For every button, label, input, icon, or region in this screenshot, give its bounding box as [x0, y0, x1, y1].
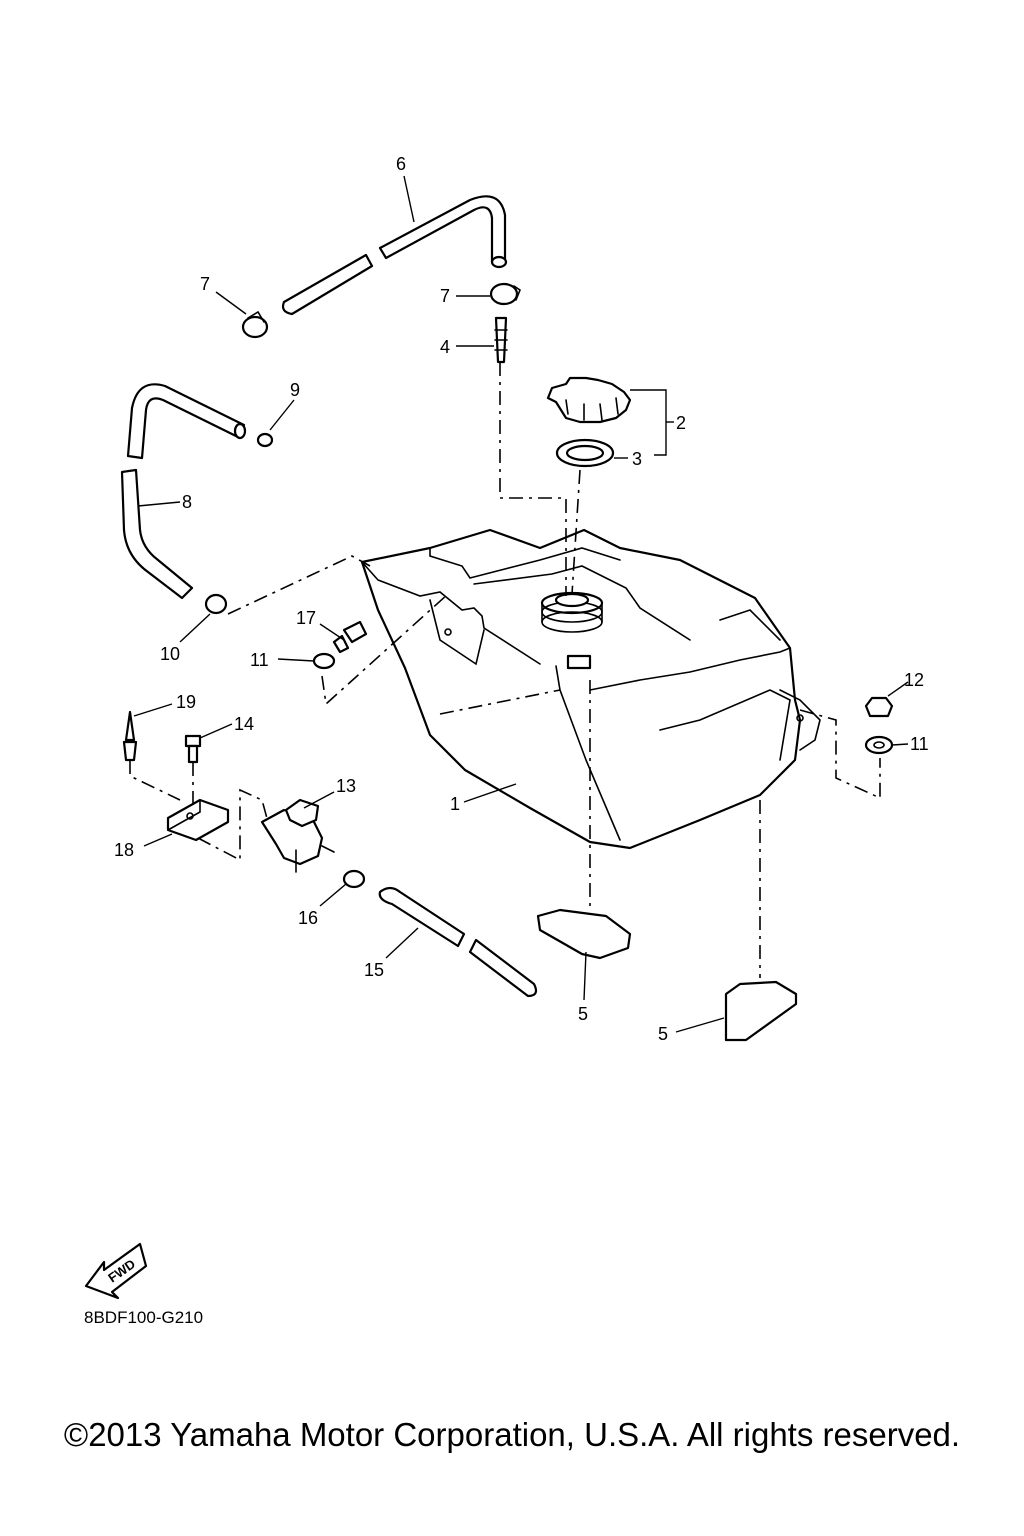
fuel-cap [546, 376, 632, 424]
copyright-notice: ©2013 Yamaha Motor Corporation, U.S.A. A… [63, 1416, 961, 1453]
callout-2: 2 [676, 413, 686, 433]
callout-17: 17 [296, 608, 316, 628]
callout-7-right: 7 [440, 286, 450, 306]
clamp-16 [342, 869, 366, 889]
callout-11-right: 11 [910, 734, 929, 754]
callout-1: 1 [450, 794, 460, 814]
bolt-14 [184, 734, 202, 764]
callout-5-right: 5 [658, 1024, 668, 1044]
bracket-18 [166, 798, 230, 842]
callout-12: 12 [904, 670, 924, 690]
callout-8: 8 [182, 492, 192, 512]
callout-3: 3 [632, 449, 642, 469]
tank-pad-a [536, 908, 632, 960]
tank-pad-b [724, 980, 798, 1042]
vent-hose-lower [120, 383, 247, 600]
rivet-19 [122, 710, 138, 762]
hose-clamp-left [241, 310, 269, 339]
leader-lines [133, 175, 909, 1033]
fuel-cock-13 [260, 798, 335, 873]
callout-16: 16 [298, 908, 318, 928]
callout-9: 9 [290, 380, 300, 400]
hose-clamp-right [489, 282, 521, 306]
callout-10: 10 [160, 644, 180, 664]
callout-18: 18 [114, 840, 134, 860]
clamp-10 [204, 593, 228, 615]
clip-9 [256, 432, 274, 448]
callout-13: 13 [336, 776, 356, 796]
diagram-code: 8BDF100-G210 [84, 1308, 204, 1327]
fuel-tank-diagram: 6 7 7 4 9 2 3 8 17 10 11 12 19 14 11 13 … [84, 154, 929, 1300]
bolt-17 [332, 620, 368, 654]
callout-11-left: 11 [250, 650, 269, 670]
vent-fitting [494, 316, 508, 364]
cap-gasket [555, 438, 615, 468]
fuel-tank [360, 528, 821, 850]
callout-4: 4 [440, 337, 450, 357]
washer-11-left [312, 652, 336, 670]
callout-7-left: 7 [200, 274, 210, 294]
fwd-arrow-icon: FWD [84, 1242, 148, 1300]
callout-14: 14 [234, 714, 254, 734]
callout-6: 6 [396, 154, 406, 174]
assembly-lines [129, 362, 881, 978]
callout-5-left: 5 [578, 1004, 588, 1024]
fuel-hose-15 [378, 886, 538, 998]
callout-19: 19 [176, 692, 196, 712]
callout-labels: 6 7 7 4 9 2 3 8 17 10 11 12 19 14 11 13 … [114, 154, 929, 1044]
nut-12 [864, 696, 894, 718]
callout-15: 15 [364, 960, 384, 980]
vent-hose-upper [281, 195, 508, 316]
washer-11-right [864, 735, 894, 755]
